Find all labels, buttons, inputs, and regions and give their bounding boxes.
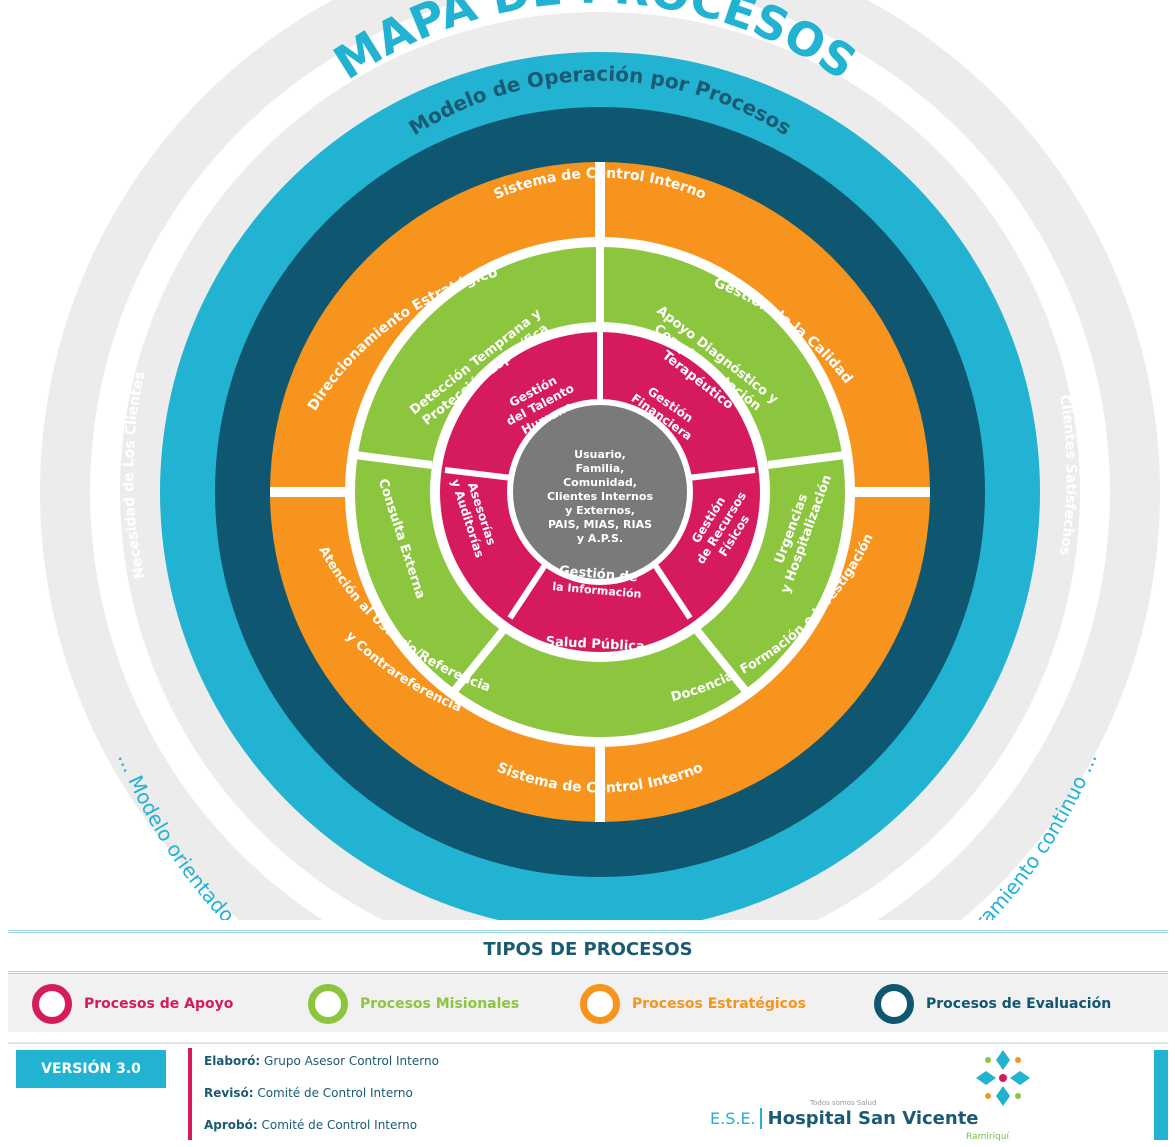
elaboro-label: Elaboró: [204,1054,261,1068]
aprobo-label: Aprobó: [204,1118,258,1132]
credit-aprobo: Aprobó: Comité de Control Interno [204,1118,417,1132]
center-line-1: Usuario, [574,448,626,461]
footer: VERSIÓN 3.0 Elaboró: Grupo Asesor Contro… [8,1042,1168,1144]
legend-label-strategic: Procesos Estratégicos [632,996,806,1012]
process-map-diagram: MAPA DE PROCESOS Modelo de Operación por… [40,0,1160,920]
information-1: Gestión de [558,564,638,586]
hospital-logo-text: E.S.E.Hospital San Vicente [710,1108,979,1129]
center-line-6: PAIS, MIAS, RIAS [548,518,652,531]
credit-reviso: Revisó: Comité de Control Interno [204,1086,413,1100]
legend-label-evaluation: Procesos de Evaluación [926,996,1112,1012]
public-health: Salud Pública [545,634,645,654]
center-line-3: Comunidad, [563,476,637,489]
reviso-value: Comité de Control Interno [257,1086,413,1100]
logo-hospital-name: Hospital San Vicente [759,1108,979,1129]
legend-item-support: Procesos de Apoyo [32,984,233,1024]
ring-icon [580,984,620,1024]
ring-icon [308,984,348,1024]
legend-label-missional: Procesos Misionales [360,996,520,1012]
footer-accent-bar [1154,1050,1168,1140]
logo-tagline: Todos somos Salud [810,1099,877,1107]
aprobo-value: Comité de Control Interno [261,1118,418,1132]
center-line-5: y Externos, [565,504,635,517]
center-line-7: y A.P.S. [577,532,623,545]
legend-item-strategic: Procesos Estratégicos [580,984,806,1024]
logo-ese: E.S.E. [710,1109,756,1128]
satisfied-label: Clientes Satisfechos [1056,393,1079,556]
footer-divider [188,1048,192,1140]
reviso-label: Revisó: [204,1086,254,1100]
legend-item-evaluation: Procesos de Evaluación [874,984,1111,1024]
elaboro-value: Grupo Asesor Control Interno [264,1054,439,1068]
legend-item-missional: Procesos Misionales [308,984,519,1024]
hospital-logo-icon [976,1050,1030,1106]
legend-label-support: Procesos de Apoyo [84,996,234,1012]
version-badge: VERSIÓN 3.0 [16,1050,166,1088]
legend: Procesos de Apoyo Procesos Misionales Pr… [8,974,1168,1032]
legend-title: TIPOS DE PROCESOS [483,939,693,960]
center-line-4: Clientes Internos [547,490,653,503]
ring-icon [874,984,914,1024]
logo-place: Ramiriquí [966,1132,1009,1142]
ring-icon [32,984,72,1024]
credit-elaboro: Elaboró: Grupo Asesor Control Interno [204,1054,439,1068]
legend-header: TIPOS DE PROCESOS [8,930,1168,974]
center-line-2: Familia, [576,462,625,475]
